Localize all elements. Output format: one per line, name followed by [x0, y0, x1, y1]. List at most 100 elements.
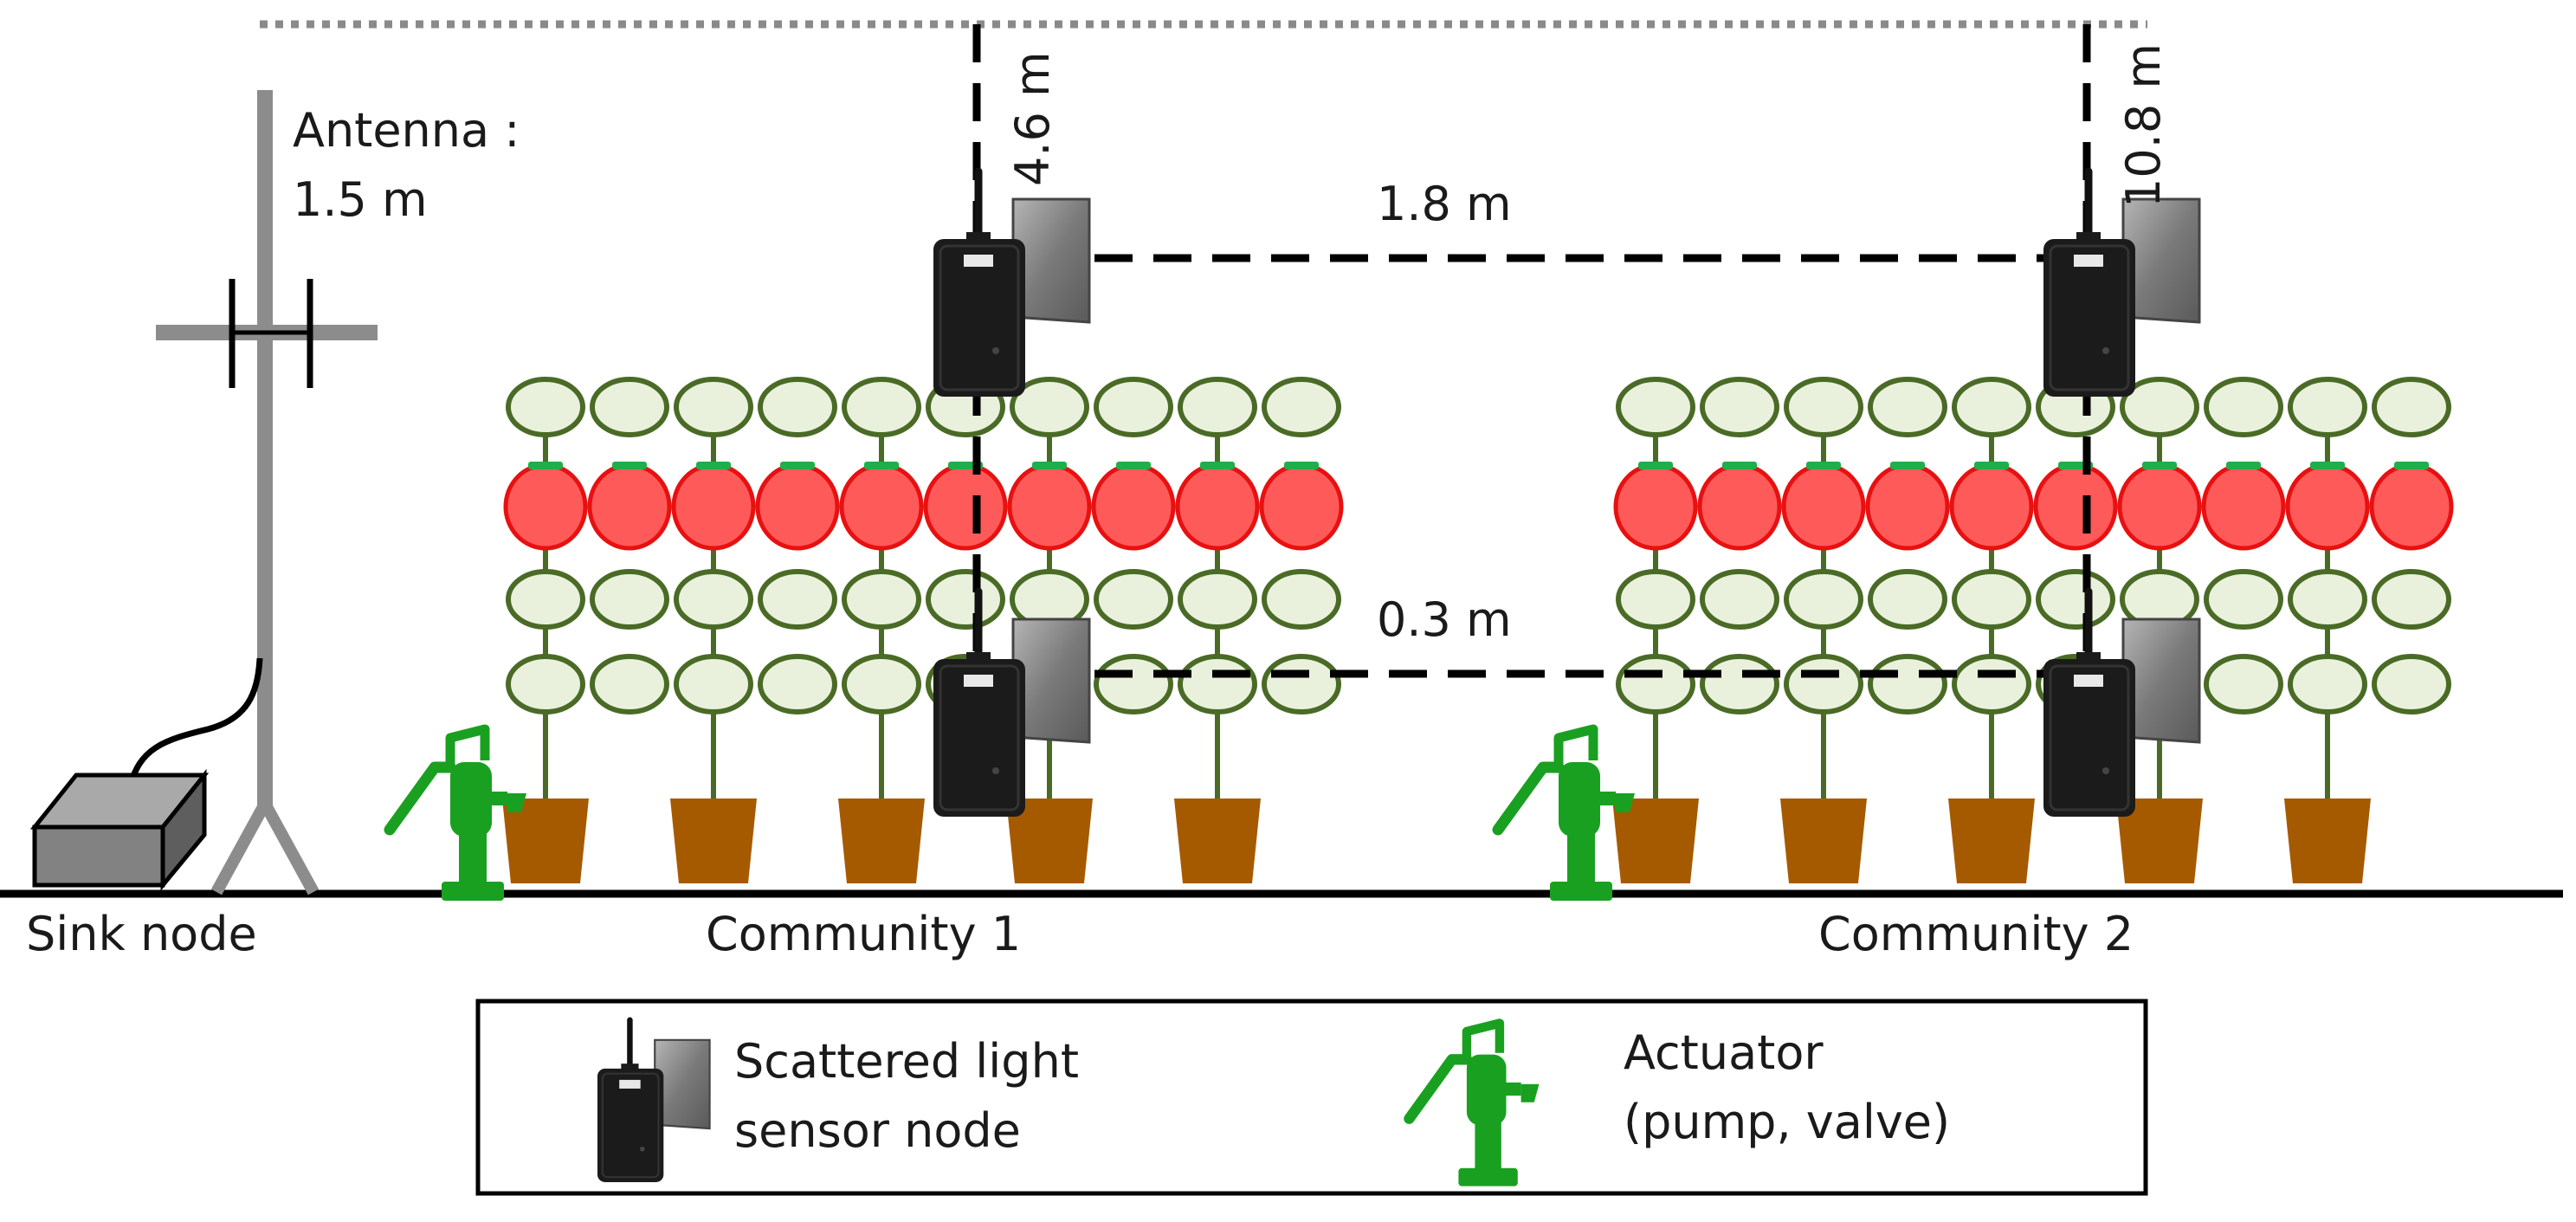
fruit-cap — [1200, 462, 1235, 469]
tomato-fruit — [1697, 462, 1782, 551]
tomato-fruit — [839, 462, 924, 551]
fruit-cap — [2142, 462, 2177, 469]
leaf — [2288, 654, 2367, 714]
leaf — [1178, 569, 1257, 630]
leaf — [1868, 377, 1947, 437]
leaf — [674, 654, 753, 714]
leaf — [1784, 654, 1863, 714]
fruit-cap — [1806, 462, 1841, 469]
sensor-node-icon — [933, 171, 1089, 397]
leaf — [2288, 569, 2367, 630]
leaf — [758, 377, 837, 437]
leaf — [842, 569, 921, 630]
leaf — [1010, 377, 1089, 437]
plant-pot — [2116, 799, 2203, 883]
plant-pot — [838, 799, 925, 883]
leaf — [590, 569, 669, 630]
leaf — [1262, 654, 1341, 714]
fruit-cap — [1722, 462, 1757, 469]
tomato-fruit — [1865, 462, 1950, 551]
plant-pot — [502, 799, 589, 883]
leaf — [1700, 654, 1779, 714]
fruit-cap — [2226, 462, 2261, 469]
leaf — [1262, 569, 1341, 630]
leaf — [674, 377, 753, 437]
leaf — [1262, 377, 1341, 437]
fruit-cap — [528, 462, 563, 469]
leaf — [1868, 569, 1947, 630]
fruit-cap — [2394, 462, 2429, 469]
leaf — [1094, 377, 1173, 437]
leaf — [2204, 569, 2283, 630]
leaf — [1094, 654, 1173, 714]
tomato-fruit — [2033, 462, 2118, 551]
leaf — [1616, 377, 1695, 437]
leaf — [2204, 654, 2283, 714]
leaf — [2204, 377, 2283, 437]
leaf — [1178, 377, 1257, 437]
antenna-mast-icon — [126, 90, 378, 895]
leaf — [1094, 569, 1173, 630]
leaf — [506, 569, 585, 630]
leaf — [2372, 569, 2451, 630]
leaf — [1616, 569, 1695, 630]
leaf — [842, 377, 921, 437]
leaf — [1784, 569, 1863, 630]
leaf — [2120, 377, 2199, 437]
fruit-cap — [1974, 462, 2009, 469]
tomato-fruit — [587, 462, 672, 551]
measurement-lines — [972, 24, 2091, 797]
leaf — [842, 654, 921, 714]
fruit-cap — [696, 462, 731, 469]
tomato-fruit — [2201, 462, 2286, 551]
fruit-cap — [1032, 462, 1067, 469]
plant-pot — [670, 799, 757, 883]
plant-pot — [1612, 799, 1699, 883]
fruit-cap — [780, 462, 815, 469]
leaf — [506, 654, 585, 714]
tomato-fruit — [923, 462, 1008, 551]
leaf — [2036, 569, 2115, 630]
leaf — [1868, 654, 1947, 714]
leaf — [506, 377, 585, 437]
leaf — [1952, 377, 2031, 437]
plant-pot — [1780, 799, 1867, 883]
leaf — [2372, 377, 2451, 437]
tomato-fruit — [2285, 462, 2370, 551]
sensor-node-icon — [2043, 171, 2199, 397]
tomato-fruit — [2117, 462, 2202, 551]
fruit-cap — [1116, 462, 1151, 469]
leaf — [590, 654, 669, 714]
leaf — [1616, 654, 1695, 714]
tomato-fruit — [755, 462, 840, 551]
plant-rows — [502, 377, 2454, 883]
fruit-cap — [1890, 462, 1925, 469]
leaf — [1784, 377, 1863, 437]
leaf — [1952, 569, 2031, 630]
leaf — [1178, 654, 1257, 714]
plant-pot — [1006, 799, 1093, 883]
tomato-fruit — [503, 462, 588, 551]
tomato-fruit — [1949, 462, 2034, 551]
tomato-fruit — [671, 462, 756, 551]
leaf — [758, 654, 837, 714]
tomato-fruit — [1091, 462, 1176, 551]
leaf — [590, 377, 669, 437]
plant-pot — [1948, 799, 2035, 883]
leaf — [1700, 569, 1779, 630]
leaf — [1700, 377, 1779, 437]
tomato-fruit — [1175, 462, 1260, 551]
plant-pot — [1174, 799, 1261, 883]
fruit-cap — [612, 462, 647, 469]
tomato-fruit — [1259, 462, 1344, 551]
sink-node-box-icon — [29, 768, 210, 891]
leaf — [758, 569, 837, 630]
tomato-fruit — [2369, 462, 2454, 551]
leaf — [926, 569, 1005, 630]
plant-pot — [2284, 799, 2371, 883]
tomato-fruit — [1781, 462, 1866, 551]
leaf — [2288, 377, 2367, 437]
legend-box — [475, 999, 2148, 1196]
tomato-fruit — [1613, 462, 1698, 551]
